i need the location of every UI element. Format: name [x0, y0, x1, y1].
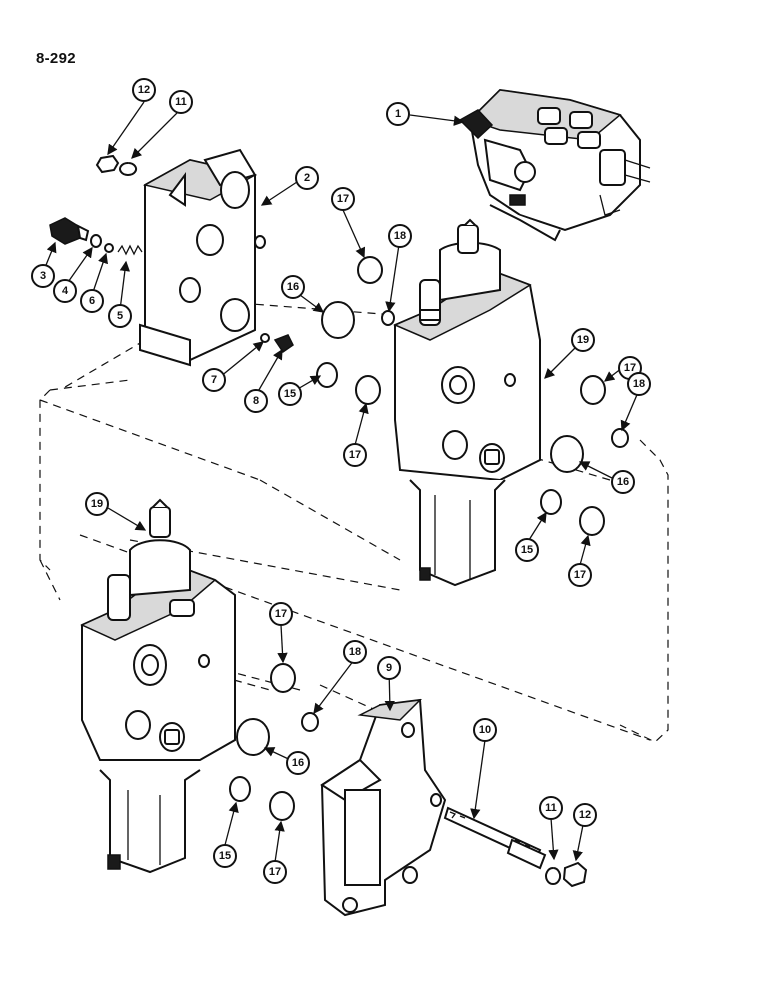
callout-5: 5 [108, 304, 132, 328]
callout-1: 1 [386, 102, 410, 126]
washer-part-11-bottom [545, 867, 561, 885]
callout-4-label: 4 [62, 285, 69, 297]
callout-10-label: 10 [479, 724, 491, 736]
callout-3: 3 [31, 264, 55, 288]
callout-17-lower-top: 17 [269, 602, 293, 626]
plug-part-8 [273, 334, 294, 354]
callout-6: 6 [80, 289, 104, 313]
washer-part-4 [90, 234, 102, 248]
callout-15-lower-label: 15 [219, 850, 231, 862]
callout-18-top-label: 18 [394, 230, 406, 242]
callout-17-right-top-label: 17 [624, 362, 636, 374]
callout-9: 9 [377, 656, 401, 680]
ball-part-6 [104, 243, 114, 253]
callout-16-upper-left: 16 [281, 275, 305, 299]
callout-18-top: 18 [388, 224, 412, 248]
callout-17-top: 17 [331, 187, 355, 211]
callout-11-bottom-label: 11 [545, 802, 557, 814]
callout-19-upper: 19 [571, 328, 595, 352]
callout-8-label: 8 [253, 395, 259, 407]
callout-17-right-bottom-label: 17 [574, 569, 586, 581]
ball-part-7 [260, 333, 270, 343]
end-plate-part-9 [320, 698, 447, 917]
callout-16-upper-left-label: 16 [287, 281, 299, 293]
callout-19-lower: 19 [85, 492, 109, 516]
tie-rod-part-10 [443, 806, 547, 870]
callout-2: 2 [295, 166, 319, 190]
callout-3-label: 3 [40, 270, 46, 282]
callout-7: 7 [202, 368, 226, 392]
callout-17-upper-mid-label: 17 [349, 449, 361, 461]
nut-part-12-bottom [562, 861, 588, 888]
end-plate-part-2 [139, 148, 266, 367]
callout-17-lower-bottom-label: 17 [269, 866, 281, 878]
callout-11-top-label: 11 [175, 96, 187, 108]
callout-9-label: 9 [386, 662, 392, 674]
callout-11-top: 11 [169, 90, 193, 114]
nut-part-12-top [95, 154, 120, 174]
callout-18-lower: 18 [343, 640, 367, 664]
callout-17-top-label: 17 [337, 193, 349, 205]
fitting-part-3 [49, 217, 90, 245]
spring-part-5 [117, 244, 143, 256]
callout-17-upper-mid: 17 [343, 443, 367, 467]
callout-7-label: 7 [211, 374, 217, 386]
seal-rings-lower [229, 663, 319, 821]
callout-15-right-label: 15 [521, 544, 533, 556]
callout-15-lower: 15 [213, 844, 237, 868]
assembled-valve-part-1 [458, 88, 651, 242]
callout-10: 10 [473, 718, 497, 742]
callout-17-right-bottom: 17 [568, 563, 592, 587]
callout-12-top: 12 [132, 78, 156, 102]
callout-12-bottom-label: 12 [579, 809, 591, 821]
valve-section-part-19-lower [80, 498, 236, 874]
callout-17-lower-bottom: 17 [263, 860, 287, 884]
callout-12-bottom: 12 [573, 803, 597, 827]
callout-18-right: 18 [627, 372, 651, 396]
callout-16-right: 16 [611, 470, 635, 494]
washer-part-11-top [119, 162, 137, 176]
callout-19-upper-label: 19 [577, 334, 589, 346]
callout-11-bottom: 11 [539, 796, 563, 820]
callout-8: 8 [244, 389, 268, 413]
callout-18-right-label: 18 [633, 378, 645, 390]
callout-6-label: 6 [89, 295, 95, 307]
callout-1-label: 1 [395, 108, 401, 120]
callout-15-upper-left-label: 15 [284, 388, 296, 400]
callout-15-upper-left: 15 [278, 382, 302, 406]
callout-12-top-label: 12 [138, 84, 150, 96]
seal-rings-top [316, 256, 395, 405]
callout-17-lower-top-label: 17 [275, 608, 287, 620]
valve-section-part-19-upper [393, 218, 541, 587]
callout-5-label: 5 [117, 310, 123, 322]
page-number: 8-292 [36, 50, 76, 67]
callout-2-label: 2 [304, 172, 310, 184]
callout-16-lower-label: 16 [292, 757, 304, 769]
seal-rings-right-upper [540, 375, 629, 536]
callout-15-right: 15 [515, 538, 539, 562]
callout-19-lower-label: 19 [91, 498, 103, 510]
callout-4: 4 [53, 279, 77, 303]
callout-18-lower-label: 18 [349, 646, 361, 658]
callout-16-lower: 16 [286, 751, 310, 775]
callout-16-right-label: 16 [617, 476, 629, 488]
